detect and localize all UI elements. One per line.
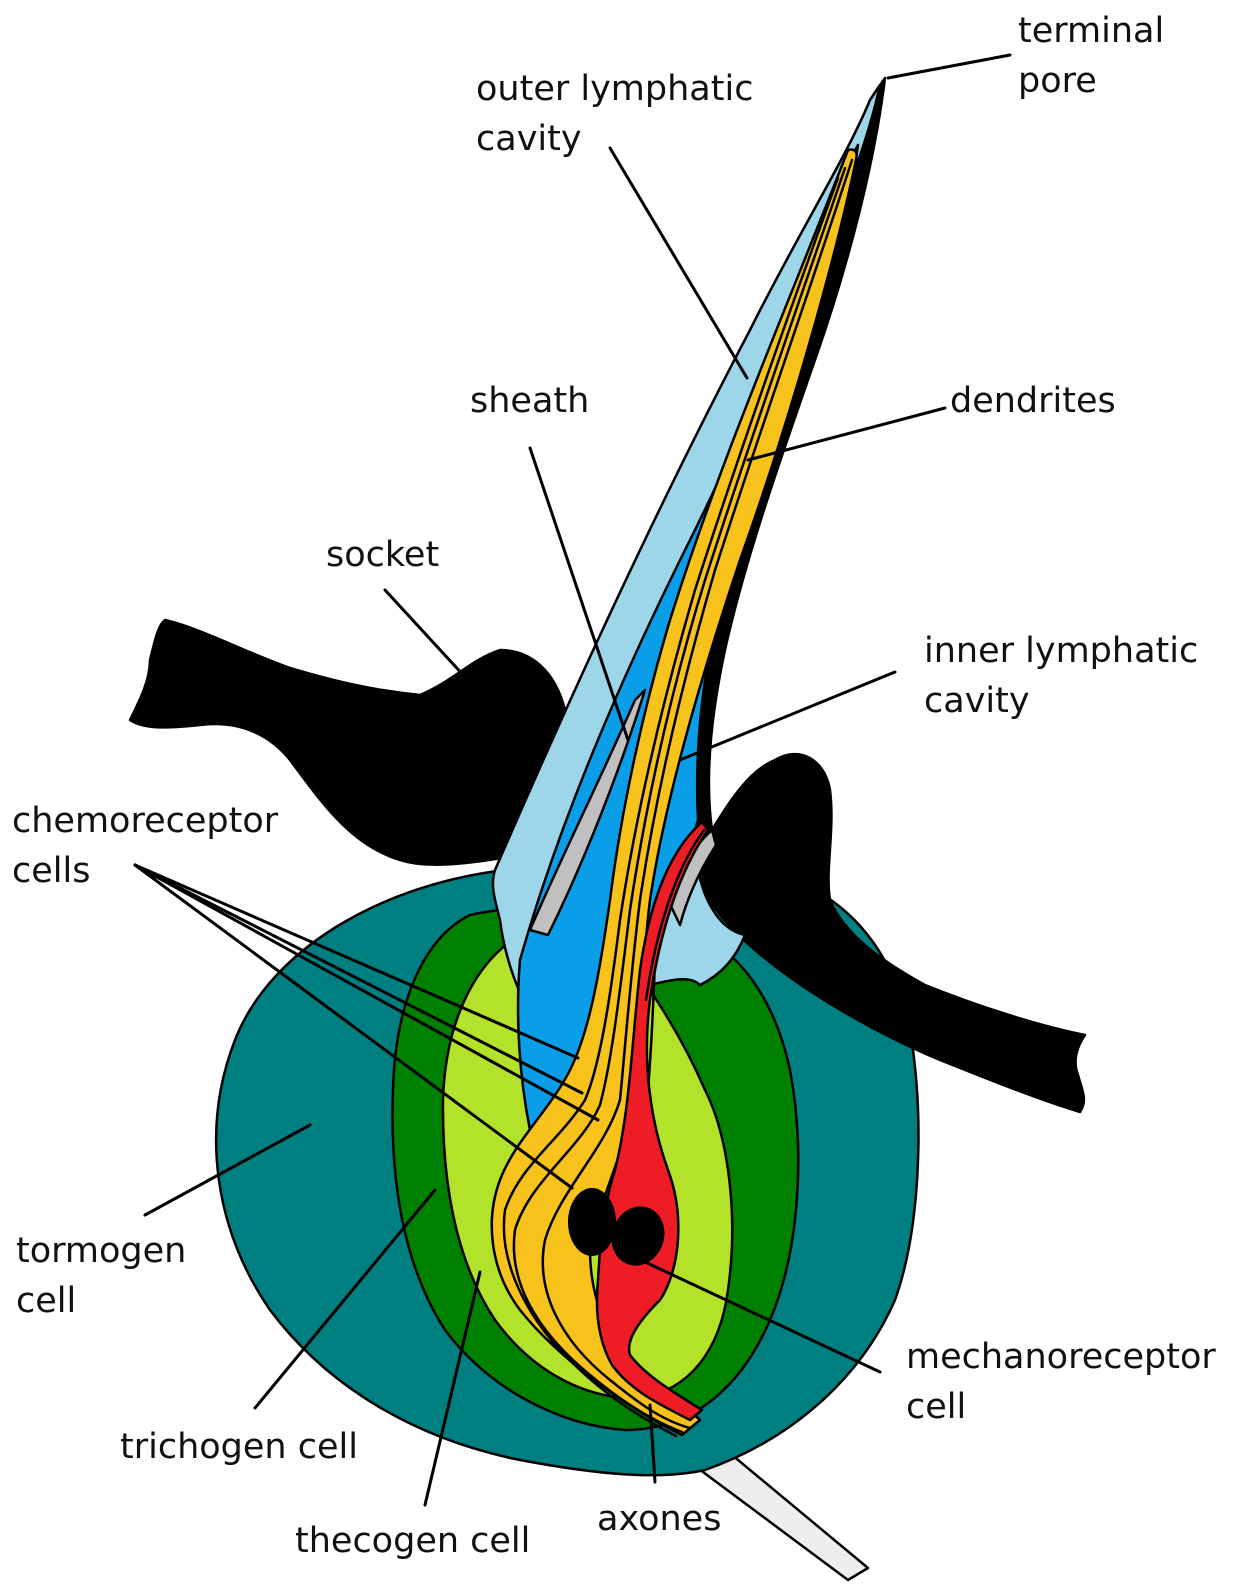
label-mechanoreceptor-line2: cell [906,1387,966,1427]
leader-terminal-pore [888,55,1010,78]
label-mechanoreceptor-line1: mechanoreceptor [906,1337,1216,1377]
label-axones: axones [597,1499,721,1539]
label-trichogen-cell: trichogen cell [120,1427,358,1467]
label-tormogen-line1: tormogen [16,1231,186,1271]
label-outer-lymphatic-cavity: outer lymphatic cavity [476,69,765,159]
label-inner-lymphatic-line1: inner lymphatic [924,631,1198,671]
label-outer-lymphatic-line1: outer lymphatic [476,69,753,109]
label-chemoreceptor-line1: chemoreceptor [12,801,279,841]
label-mechanoreceptor-cell: mechanoreceptor cell [906,1337,1227,1427]
label-sheath: sheath [470,381,589,421]
label-inner-lymphatic-cavity: inner lymphatic cavity [924,631,1209,721]
label-tormogen-line2: cell [16,1281,76,1321]
label-thecogen-cell: thecogen cell [295,1521,530,1561]
label-terminal-pore: terminal pore [1018,11,1175,101]
label-chemoreceptor-line2: cells [12,851,90,891]
label-outer-lymphatic-line2: cavity [476,119,582,159]
chemoreceptor-nucleus [568,1188,616,1256]
label-terminal-pore-line1: terminal [1018,11,1164,51]
label-tormogen-cell: tormogen cell [16,1231,198,1321]
leader-outer-lymphatic-cavity [610,148,747,378]
label-dendrites: dendrites [950,381,1116,421]
label-terminal-pore-line2: pore [1018,61,1097,101]
label-inner-lymphatic-line2: cavity [924,681,1030,721]
label-socket: socket [326,535,439,575]
